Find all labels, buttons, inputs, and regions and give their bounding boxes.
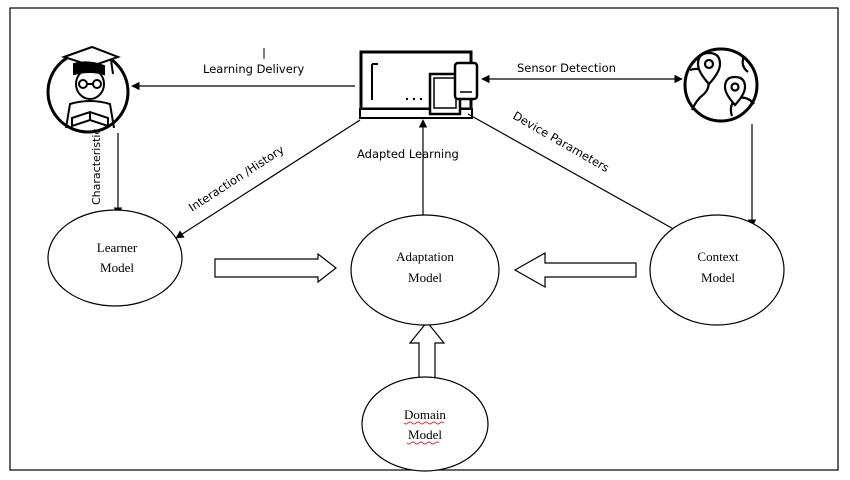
adapted-learning-label: Adapted Learning — [357, 147, 459, 161]
domain-spellcheck-underline — [403, 421, 445, 425]
device-parameters-label: Device Parameters — [511, 108, 612, 175]
student-graduate-icon — [46, 45, 130, 134]
adaptation-model-label-1: Adaptation — [396, 249, 454, 264]
sensor-detection-label: Sensor Detection — [517, 61, 616, 75]
adaptation-model-circle — [350, 214, 500, 326]
context-model-label-1: Context — [697, 249, 739, 264]
context-model-circle — [649, 214, 785, 326]
context-model-label-2: Model — [701, 270, 735, 285]
learner-model-label-1: Learner — [97, 240, 138, 255]
learning-delivery-label: Learning Delivery — [203, 62, 305, 76]
adaptation-model-label-2: Model — [408, 270, 442, 285]
domain-model-label-2: Model — [408, 427, 442, 442]
model-spellcheck-underline — [406, 441, 440, 445]
device-parameters-arrow — [467, 113, 687, 237]
learner-model-label-2: Model — [100, 260, 134, 275]
interaction-history-arrow — [175, 119, 361, 239]
domain-model-label-1: Domain — [404, 407, 446, 422]
learner-model-circle — [47, 209, 183, 307]
domain-model-circle — [361, 376, 489, 472]
block-arrow-context-to-adaptation — [513, 251, 637, 289]
devices-desktop-tablet-phone-icon — [359, 50, 479, 119]
block-arrow-learner-to-adaptation — [214, 252, 337, 284]
interaction-history-label: Interaction /History — [186, 142, 287, 214]
block-arrow-domain-to-adaptation — [408, 321, 446, 379]
globe-location-pins-icon — [683, 47, 759, 123]
characteristic-label: Characteristic — [90, 128, 103, 205]
